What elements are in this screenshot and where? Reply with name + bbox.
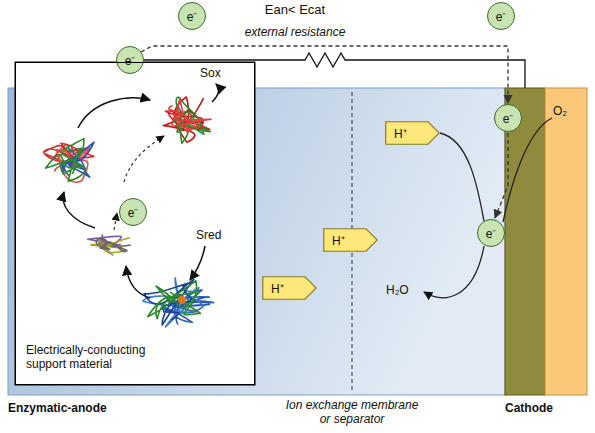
protein-ribbon: [148, 281, 201, 319]
label-text: e⁻: [128, 204, 139, 221]
cofactor-dot: [178, 296, 186, 304]
electron-circle: e⁻: [487, 2, 515, 30]
tag-shape: [262, 276, 317, 300]
cathode-reaction: [424, 118, 552, 298]
electron-circle: e⁻: [178, 2, 206, 30]
electron-circle: e⁻: [477, 219, 505, 247]
proton-tag: H⁺: [385, 121, 440, 145]
label-text: Cathode: [505, 401, 553, 415]
protein-ribbon: [144, 279, 194, 325]
diagram-label: Sred: [196, 228, 221, 242]
label-text: H⁺: [394, 125, 407, 142]
circuit-wire: [144, 53, 525, 88]
protein-ribbon: [169, 98, 211, 132]
protein-ribbon: [96, 239, 131, 252]
electron-circle: e⁻: [116, 46, 144, 74]
diagram-label: O₂: [553, 104, 567, 118]
diagram-label: external resistance: [235, 25, 355, 39]
label-text: H⁺: [332, 232, 345, 249]
proton-tag: H⁺: [323, 228, 378, 252]
diagram-label: Enzymatic-anode: [8, 401, 107, 415]
label-text: e⁻: [503, 110, 514, 127]
electron-circle: e⁻: [494, 104, 522, 132]
electron-paths: [114, 136, 164, 230]
cathode-bar: Cathode: [505, 88, 545, 395]
diagram-label: H₂O: [386, 283, 409, 297]
protein-ribbon: [143, 278, 204, 327]
tag-shape: [323, 228, 378, 252]
electron-flow-arrow: [495, 133, 508, 218]
diagram-label: Ion exchange membrane or separator: [279, 398, 425, 426]
protein-ribbon: [91, 238, 130, 253]
label-text: e⁻: [486, 225, 497, 242]
electron-flow-arrow: [141, 46, 508, 103]
label-text: Electrically-conducting support material: [26, 343, 176, 371]
cathode-electrode: [505, 88, 545, 395]
cycle-arrows: [63, 84, 218, 298]
support-inset: Electrically-conducting support material…: [15, 62, 255, 385]
cathode-backing: [545, 88, 587, 395]
protein-ribbon: [46, 139, 86, 182]
label-text: e⁻: [187, 8, 198, 25]
inset-box: [15, 62, 255, 385]
proton-tag: H⁺: [262, 276, 317, 300]
tag-shape: [385, 121, 440, 145]
diagram-label: Ean< Ecat: [245, 2, 345, 17]
diagram-label: Sox: [200, 66, 221, 80]
label-text: e⁻: [125, 52, 136, 69]
electron-circle: e⁻: [119, 198, 147, 226]
enzymes: [43, 97, 213, 327]
label-text: e⁻: [496, 8, 507, 25]
label-text: H⁺: [271, 280, 284, 297]
